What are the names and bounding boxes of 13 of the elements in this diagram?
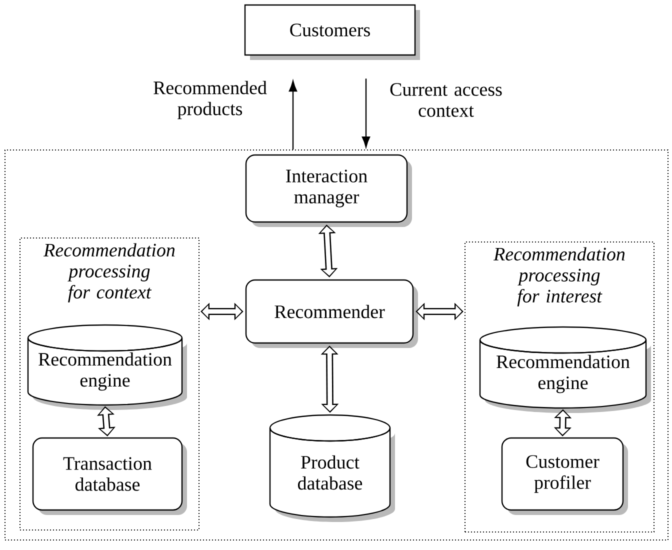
edge-label: Current access context: [390, 83, 502, 117]
edge-label: Recommended products: [154, 80, 267, 120]
system-boundary: [4, 150, 668, 540]
process-box: Transaction database: [32, 437, 187, 515]
process-box: Recommender: [245, 279, 418, 348]
database-cylinder: Recommendation engine: [27, 324, 187, 410]
database-cylinder: Product database: [269, 414, 395, 522]
customer-box: Customers: [244, 4, 420, 60]
process-box: Customer profiler: [501, 437, 628, 515]
process-box: Interaction manager: [245, 154, 412, 227]
arrow: [362, 78, 370, 148]
database-cylinder: Recommendation engine: [479, 326, 651, 413]
arrow: [288, 80, 298, 150]
